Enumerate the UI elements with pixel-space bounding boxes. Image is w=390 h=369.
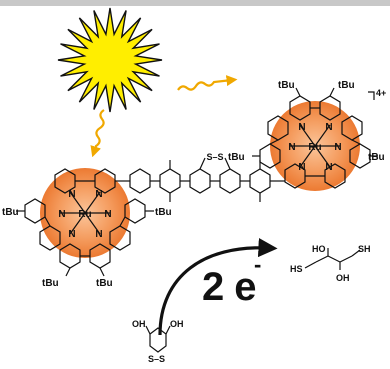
top-bar [0, 0, 390, 6]
n-label: N [95, 229, 102, 240]
product-hs: HS [290, 264, 303, 274]
n-label: N [95, 189, 102, 200]
metal-label-right: Ru [308, 142, 321, 153]
disulfide-label: S–S [206, 152, 223, 162]
n-label: N [68, 229, 75, 240]
product-sh: SH [358, 244, 371, 254]
tbu-label: tBu [228, 152, 245, 163]
light-wave-arrow-icon [177, 75, 238, 91]
sun-icon [57, 7, 163, 113]
n-label: N [298, 122, 305, 133]
product-oh: OH [336, 273, 350, 283]
charge-label: 4+ [376, 88, 386, 98]
bridge-ligand [129, 157, 285, 202]
ru-complex-left: Ru N N N N N N tBu tBu tBu tBu [2, 168, 172, 289]
n-label: N [298, 162, 305, 173]
n-label: N [68, 189, 75, 200]
reactant-disulfide: S–S [148, 354, 165, 364]
reactant-oh-right: OH [170, 319, 184, 329]
n-label: N [334, 142, 341, 153]
n-label: N [325, 162, 332, 173]
reactant-cyclic-disulfide: OH OH S–S [132, 319, 184, 364]
n-label: N [104, 209, 111, 220]
tbu-label: tBu [155, 207, 172, 218]
ru-complex-right: Ru N N N N N N tBu tBu tBu tBu 4+ [228, 80, 386, 191]
product-dtt: HO SH HS OH [290, 244, 371, 283]
product-ho: HO [312, 244, 326, 254]
n-label: N [58, 209, 65, 220]
reactant-oh-left: OH [132, 319, 146, 329]
tbu-label: tBu [42, 278, 59, 289]
electron-charge: - [254, 252, 261, 277]
curved-arrow-icon [158, 237, 278, 336]
n-label: N [325, 122, 332, 133]
n-label: N [288, 142, 295, 153]
tbu-label: tBu [278, 80, 295, 91]
tbu-label: tBu [368, 152, 385, 163]
tbu-label: tBu [96, 278, 113, 289]
light-wave-arrow-icon [90, 109, 105, 158]
tbu-label: tBu [2, 207, 19, 218]
metal-label-left: Ru [78, 209, 91, 220]
tbu-label: tBu [338, 80, 355, 91]
